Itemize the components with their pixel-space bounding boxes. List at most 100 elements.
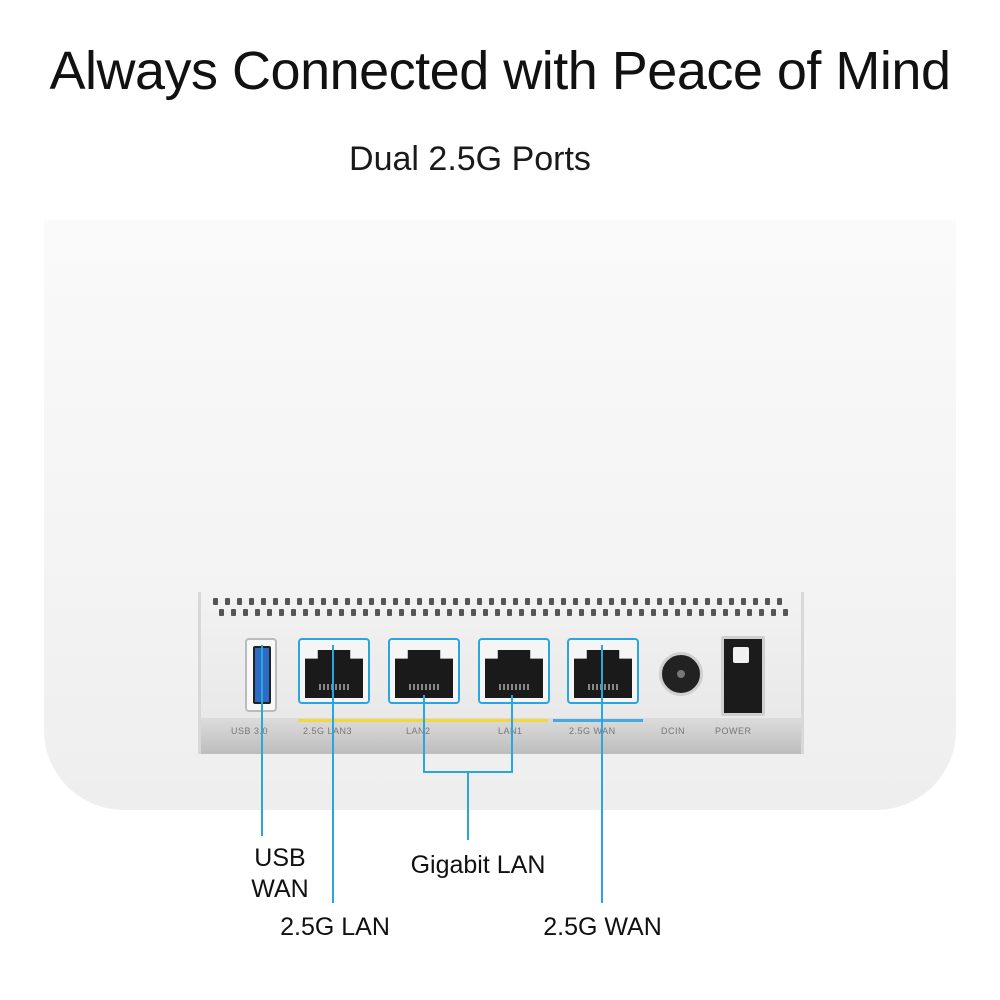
- vent-slot: [519, 609, 524, 616]
- vent-slot: [261, 598, 266, 605]
- vent-slot: [435, 609, 440, 616]
- vent-slot: [339, 609, 344, 616]
- vent-slot: [597, 598, 602, 605]
- vent-slot: [753, 598, 758, 605]
- vent-slot: [489, 598, 494, 605]
- lan1-port: [478, 638, 550, 704]
- vent-slot: [255, 609, 260, 616]
- vent-slot: [495, 609, 500, 616]
- dc-in-jack: [659, 652, 703, 696]
- vent-slot: [729, 598, 734, 605]
- lan-color-marker: [298, 719, 548, 722]
- vent-slot: [723, 609, 728, 616]
- vent-slot: [459, 609, 464, 616]
- headline: Always Connected with Peace of Mind: [49, 41, 951, 101]
- vent-slot: [237, 598, 242, 605]
- vent-slot: [279, 609, 284, 616]
- vent-slot: [783, 609, 788, 616]
- vent-slot: [711, 609, 716, 616]
- vent-slot: [681, 598, 686, 605]
- vent-slot: [309, 598, 314, 605]
- vent-slot: [627, 609, 632, 616]
- vent-slot: [669, 598, 674, 605]
- vent-slot: [333, 598, 338, 605]
- vent-slot: [663, 609, 668, 616]
- vent-slot: [477, 598, 482, 605]
- dcin-port-label: DCIN: [661, 726, 685, 736]
- vent-slot: [327, 609, 332, 616]
- power-switch: [721, 636, 765, 716]
- lan3-port-label: 2.5G LAN3: [303, 726, 353, 736]
- lan3-port: [298, 638, 370, 704]
- vent-slot: [777, 598, 782, 605]
- vent-slot: [705, 598, 710, 605]
- vent-slot: [225, 598, 230, 605]
- vent-slot: [315, 609, 320, 616]
- vent-slot: [567, 609, 572, 616]
- wan-25g-callout: 2.5G WAN: [543, 913, 662, 941]
- lan1-port-label: LAN1: [498, 726, 523, 736]
- vent-slot: [429, 598, 434, 605]
- vent-slot: [591, 609, 596, 616]
- vent-slot: [303, 609, 308, 616]
- vent-slot: [513, 598, 518, 605]
- vent-slot: [609, 598, 614, 605]
- vent-slot: [351, 609, 356, 616]
- vent-slot: [447, 609, 452, 616]
- vent-slot: [735, 609, 740, 616]
- usb-wan-callout: USB WAN: [245, 843, 315, 905]
- vent-slot: [657, 598, 662, 605]
- vent-slot: [615, 609, 620, 616]
- subheadline: Dual 2.5G Ports: [349, 140, 591, 178]
- vent-grille: [213, 598, 789, 616]
- vent-slot: [525, 598, 530, 605]
- vent-slot: [501, 598, 506, 605]
- vent-slot: [759, 609, 764, 616]
- vent-slot: [285, 598, 290, 605]
- vent-slot: [507, 609, 512, 616]
- vent-slot: [297, 598, 302, 605]
- vent-slot: [543, 609, 548, 616]
- vent-slot: [471, 609, 476, 616]
- vent-slot: [645, 598, 650, 605]
- vent-slot: [399, 609, 404, 616]
- wan-port-label: 2.5G WAN: [569, 726, 616, 736]
- vent-slot: [453, 598, 458, 605]
- gigabit-lan-callout: Gigabit LAN: [410, 851, 546, 879]
- vent-slot: [549, 598, 554, 605]
- usb-port-label: USB 3.0: [231, 726, 269, 736]
- vent-slot: [573, 598, 578, 605]
- vent-slot: [531, 609, 536, 616]
- vent-slot: [405, 598, 410, 605]
- vent-slot: [603, 609, 608, 616]
- vent-slot: [387, 609, 392, 616]
- vent-slot: [345, 598, 350, 605]
- usb-wan-line2: WAN: [251, 875, 309, 903]
- vent-slot: [273, 598, 278, 605]
- vent-slot: [747, 609, 752, 616]
- port-label-strip: [201, 718, 801, 754]
- vent-slot: [483, 609, 488, 616]
- vent-slot: [585, 598, 590, 605]
- vent-slot: [393, 598, 398, 605]
- vent-slot: [771, 609, 776, 616]
- vent-slot: [561, 598, 566, 605]
- vent-slot: [465, 598, 470, 605]
- vent-slot: [741, 598, 746, 605]
- usb-port: [245, 638, 277, 712]
- vent-slot: [675, 609, 680, 616]
- vent-slot: [369, 598, 374, 605]
- vent-slot: [579, 609, 584, 616]
- wan-color-marker: [553, 719, 643, 722]
- vent-slot: [321, 598, 326, 605]
- vent-slot: [219, 609, 224, 616]
- vent-slot: [651, 609, 656, 616]
- router-port-panel: USB 3.0 2.5G LAN3 LAN2 LAN1 2.5G WAN DCI…: [198, 592, 804, 754]
- vent-slot: [249, 598, 254, 605]
- lan-25g-callout: 2.5G LAN: [280, 913, 390, 941]
- vent-slot: [363, 609, 368, 616]
- vent-slot: [441, 598, 446, 605]
- vent-slot: [555, 609, 560, 616]
- vent-slot: [291, 609, 296, 616]
- vent-slot: [213, 598, 218, 605]
